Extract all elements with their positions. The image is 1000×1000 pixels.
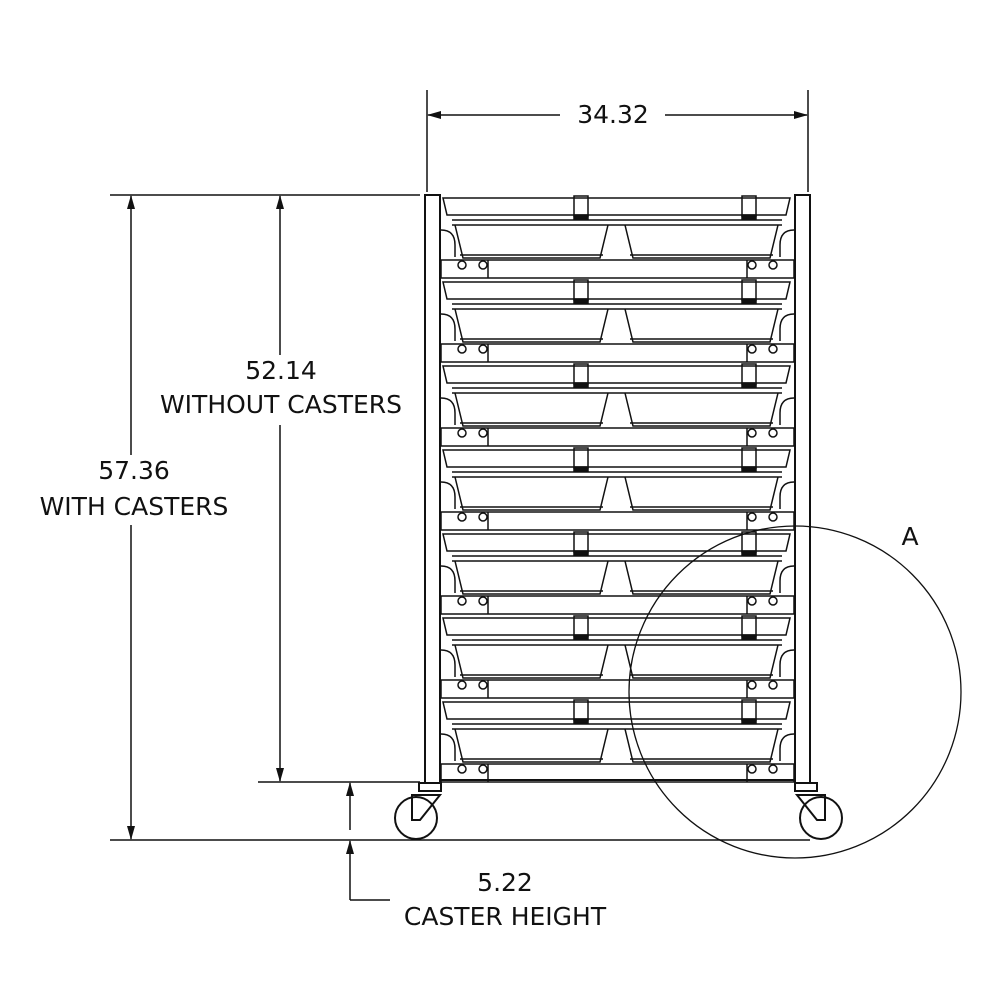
tray	[624, 644, 779, 679]
height-with-casters-lines	[110, 194, 810, 841]
bolt-icon	[478, 428, 488, 438]
tray	[454, 224, 609, 259]
width-dimension-lines	[426, 90, 809, 192]
bolt-icon	[478, 260, 488, 270]
latch-icon	[573, 699, 589, 721]
left-caster	[394, 782, 443, 840]
bolt-icon	[457, 512, 467, 522]
latch-icon	[573, 447, 589, 469]
caster-height-value: 5.22	[477, 868, 533, 897]
width-value: 34.32	[577, 100, 649, 129]
bolt-icon	[768, 428, 778, 438]
tray	[454, 644, 609, 679]
bolt-icon	[747, 344, 757, 354]
tray-row	[440, 279, 795, 363]
tray-row	[440, 447, 795, 531]
latch-icon	[741, 447, 757, 469]
bolt-icon	[457, 764, 467, 774]
bolt-icon	[768, 260, 778, 270]
height-without-casters-label: WITHOUT CASTERS	[159, 390, 403, 419]
detail-callout-label: A	[901, 522, 919, 551]
bolt-icon	[768, 344, 778, 354]
tray	[454, 728, 609, 763]
caster-height-lines	[346, 782, 390, 901]
tray	[624, 308, 779, 343]
latch-icon	[741, 279, 757, 301]
bolt-icon	[478, 764, 488, 774]
tray-row	[440, 363, 795, 447]
latch-icon	[741, 699, 757, 721]
bolt-icon	[747, 764, 757, 774]
bolt-icon	[457, 260, 467, 270]
bolt-icon	[747, 596, 757, 606]
tray	[454, 476, 609, 511]
height-with-casters-label: WITH CASTERS	[39, 492, 229, 521]
bolt-icon	[457, 680, 467, 690]
tray	[624, 728, 779, 763]
bolt-icon	[768, 680, 778, 690]
tray	[454, 308, 609, 343]
tray	[454, 392, 609, 427]
tray	[624, 392, 779, 427]
bolt-icon	[747, 428, 757, 438]
bolt-icon	[747, 512, 757, 522]
caster-height-label: CASTER HEIGHT	[403, 902, 607, 931]
latch-icon	[573, 363, 589, 385]
tray	[624, 476, 779, 511]
bolt-icon	[768, 596, 778, 606]
bolt-icon	[768, 764, 778, 774]
latch-icon	[573, 531, 589, 553]
latch-icon	[573, 195, 589, 217]
height-with-casters-value: 57.36	[98, 456, 170, 485]
bolt-icon	[457, 344, 467, 354]
tray	[624, 224, 779, 259]
detail-a-circle	[628, 525, 962, 859]
tray-row	[440, 531, 795, 615]
tray-rows	[440, 195, 795, 783]
bolt-icon	[457, 596, 467, 606]
bolt-icon	[478, 596, 488, 606]
bolt-icon	[747, 680, 757, 690]
bolt-icon	[478, 512, 488, 522]
latch-icon	[741, 195, 757, 217]
right-caster	[794, 782, 843, 840]
bolt-icon	[478, 680, 488, 690]
bolt-icon	[457, 428, 467, 438]
latch-icon	[573, 279, 589, 301]
latch-icon	[573, 615, 589, 637]
latch-icon	[741, 531, 757, 553]
bolt-icon	[747, 260, 757, 270]
latch-icon	[741, 615, 757, 637]
bolt-icon	[768, 512, 778, 522]
height-without-casters-value: 52.14	[245, 356, 317, 385]
tray	[454, 560, 609, 595]
tray-row	[440, 195, 795, 279]
height-without-casters-lines	[258, 195, 420, 783]
tray	[624, 560, 779, 595]
frame-posts	[424, 194, 811, 784]
tray-row	[440, 615, 795, 699]
latch-icon	[741, 363, 757, 385]
tray-row	[440, 699, 795, 783]
bolt-icon	[478, 344, 488, 354]
